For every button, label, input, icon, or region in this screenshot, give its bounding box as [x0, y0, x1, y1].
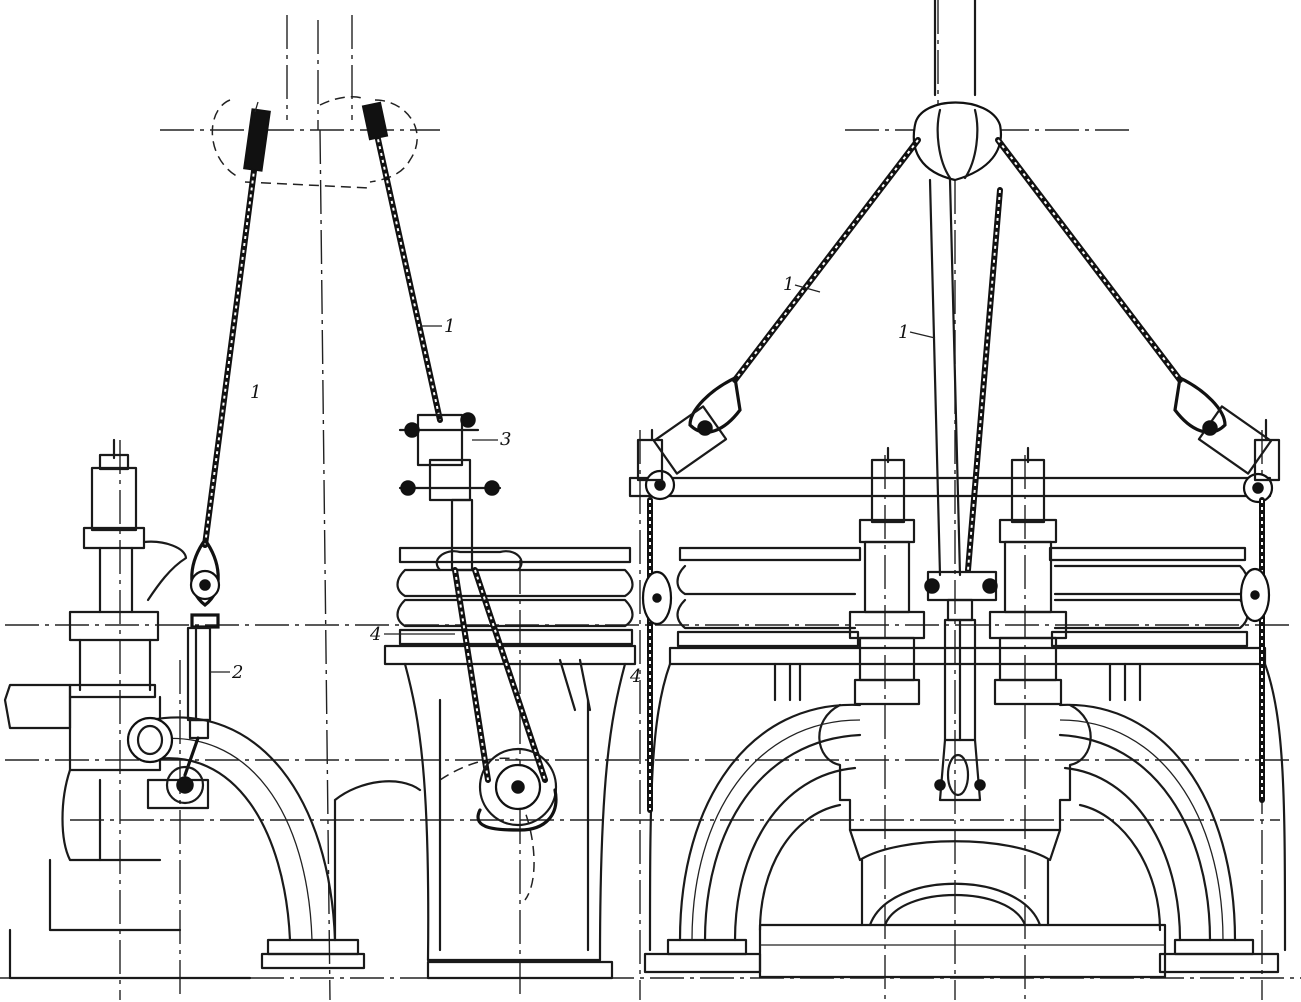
central-turnbuckle	[924, 570, 998, 802]
label-sling-middle: 4	[369, 624, 381, 645]
left-rope-1	[202, 101, 271, 548]
right-ropes-1	[732, 137, 1183, 577]
left-thimble-and-turnbuckle	[165, 537, 221, 805]
middle-cylinder	[333, 546, 637, 980]
right-right-shackle	[1173, 375, 1281, 803]
label-clamp: 3	[500, 429, 511, 450]
left-pipe-bend	[126, 716, 366, 970]
middle-rope-1	[361, 101, 443, 423]
label-rope-middle: 1	[444, 316, 455, 337]
middle-sling-4	[435, 550, 558, 832]
label-rope-left: 1	[250, 382, 261, 403]
label-rope-right-a: 1	[783, 274, 794, 295]
label-rope-right-b: 1	[898, 322, 909, 343]
lifting-hook	[912, 0, 1002, 182]
callout-labels: 1 2 1 3 4 4 1 1	[210, 274, 936, 687]
left-valve-column	[3, 438, 252, 980]
label-sling-right: 4	[629, 666, 641, 687]
right-left-shackle	[636, 375, 742, 813]
label-turnbuckle: 2	[231, 662, 243, 683]
right-engine-block	[628, 446, 1287, 979]
clamp-3	[398, 412, 502, 572]
